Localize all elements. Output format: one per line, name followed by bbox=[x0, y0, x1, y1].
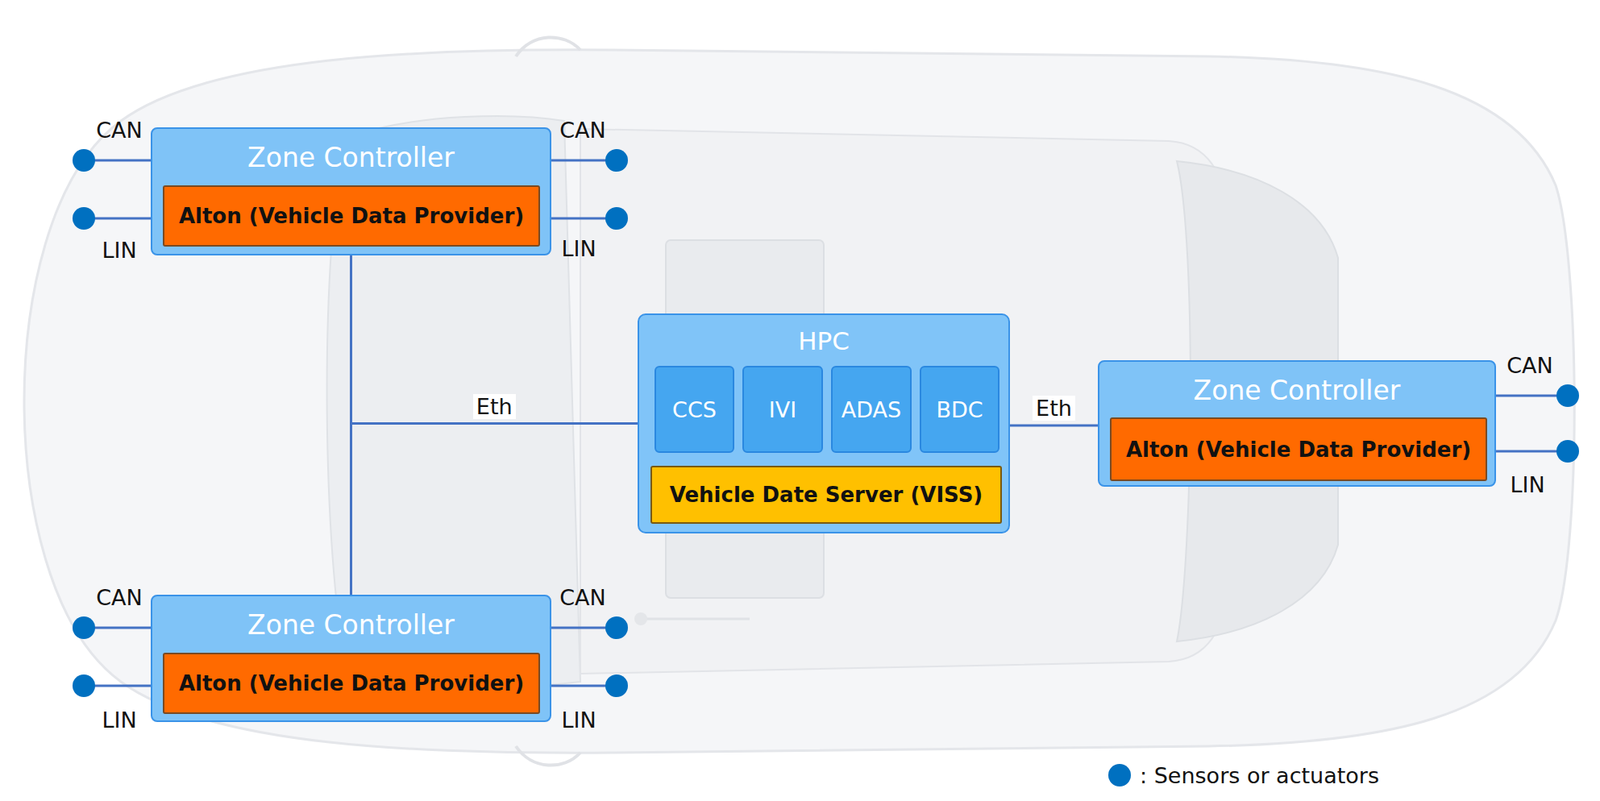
data-provider-box: Alton (Vehicle Data Provider) bbox=[1109, 417, 1488, 482]
node-title: Alton (Vehicle Data Provider) bbox=[178, 203, 524, 229]
bus-label: LIN bbox=[1509, 472, 1545, 498]
node-title: Vehicle Date Server (VISS) bbox=[669, 482, 984, 508]
ethernet-link bbox=[1009, 424, 1098, 428]
data-server-box: Vehicle Date Server (VISS) bbox=[650, 465, 1002, 524]
title-wrap: Zone Controller bbox=[1099, 361, 1495, 419]
zone-controller: Zone ControllerAlton (Vehicle Data Provi… bbox=[150, 127, 552, 256]
edge-label: Eth bbox=[473, 394, 516, 420]
bus-label: LIN bbox=[561, 707, 596, 733]
node-title: IVI bbox=[768, 397, 797, 423]
title-wrap: CCS bbox=[656, 367, 733, 452]
legend-swatch bbox=[1108, 764, 1131, 787]
bus-label: LIN bbox=[101, 707, 137, 733]
title-wrap: Zone Controller bbox=[152, 596, 550, 653]
node-title: CCS bbox=[672, 397, 717, 423]
ethernet-link bbox=[351, 255, 639, 424]
title-wrap: Alton (Vehicle Data Provider) bbox=[1111, 419, 1486, 480]
node-title: Alton (Vehicle Data Provider) bbox=[1126, 437, 1472, 462]
node-title: Alton (Vehicle Data Provider) bbox=[178, 671, 524, 696]
title-wrap: Alton (Vehicle Data Provider) bbox=[164, 654, 539, 713]
title-wrap: BDC bbox=[921, 367, 998, 452]
node-title: Zone Controller bbox=[1193, 374, 1401, 407]
title-wrap: Zone Controller bbox=[152, 128, 550, 186]
title-wrap: Vehicle Date Server (VISS) bbox=[652, 467, 1001, 523]
domain-box: ADAS bbox=[831, 365, 912, 453]
sensor-dots bbox=[72, 149, 1580, 698]
node-title: ADAS bbox=[841, 397, 902, 423]
bus-label: CAN bbox=[559, 585, 607, 611]
node-title: BDC bbox=[935, 397, 983, 423]
legend-text: : Sensors or actuators bbox=[1139, 763, 1380, 789]
title-wrap: ADAS bbox=[832, 367, 911, 452]
ethernet-link bbox=[351, 423, 639, 596]
data-provider-box: Alton (Vehicle Data Provider) bbox=[162, 652, 541, 715]
zone-controller: Zone ControllerAlton (Vehicle Data Provi… bbox=[150, 594, 552, 723]
node-title: Zone Controller bbox=[247, 609, 455, 641]
zone-controller: Zone ControllerAlton (Vehicle Data Provi… bbox=[1097, 360, 1497, 487]
domain-box: IVI bbox=[742, 365, 823, 453]
edge-label: Eth bbox=[1032, 395, 1076, 421]
bus-label: LIN bbox=[101, 237, 137, 263]
hpc-box: HPC CCS IVI ADAS BDC Vehicle Date Server (VIS… bbox=[637, 313, 1010, 534]
title-wrap: HPC bbox=[639, 315, 1009, 366]
bus-label: CAN bbox=[559, 117, 607, 143]
car-body bbox=[24, 37, 1575, 765]
data-provider-box: Alton (Vehicle Data Provider) bbox=[162, 185, 541, 247]
title-wrap: Alton (Vehicle Data Provider) bbox=[164, 187, 539, 246]
node-title: Zone Controller bbox=[247, 141, 455, 174]
domain-box: CCS bbox=[654, 365, 735, 453]
bus-label: CAN bbox=[95, 585, 143, 611]
bus-label: CAN bbox=[95, 117, 143, 143]
title-wrap: IVI bbox=[743, 367, 822, 452]
node-title: HPC bbox=[797, 326, 850, 356]
domain-box: BDC bbox=[919, 365, 1000, 453]
bus-label: CAN bbox=[1506, 353, 1554, 379]
bus-label: LIN bbox=[561, 236, 596, 262]
